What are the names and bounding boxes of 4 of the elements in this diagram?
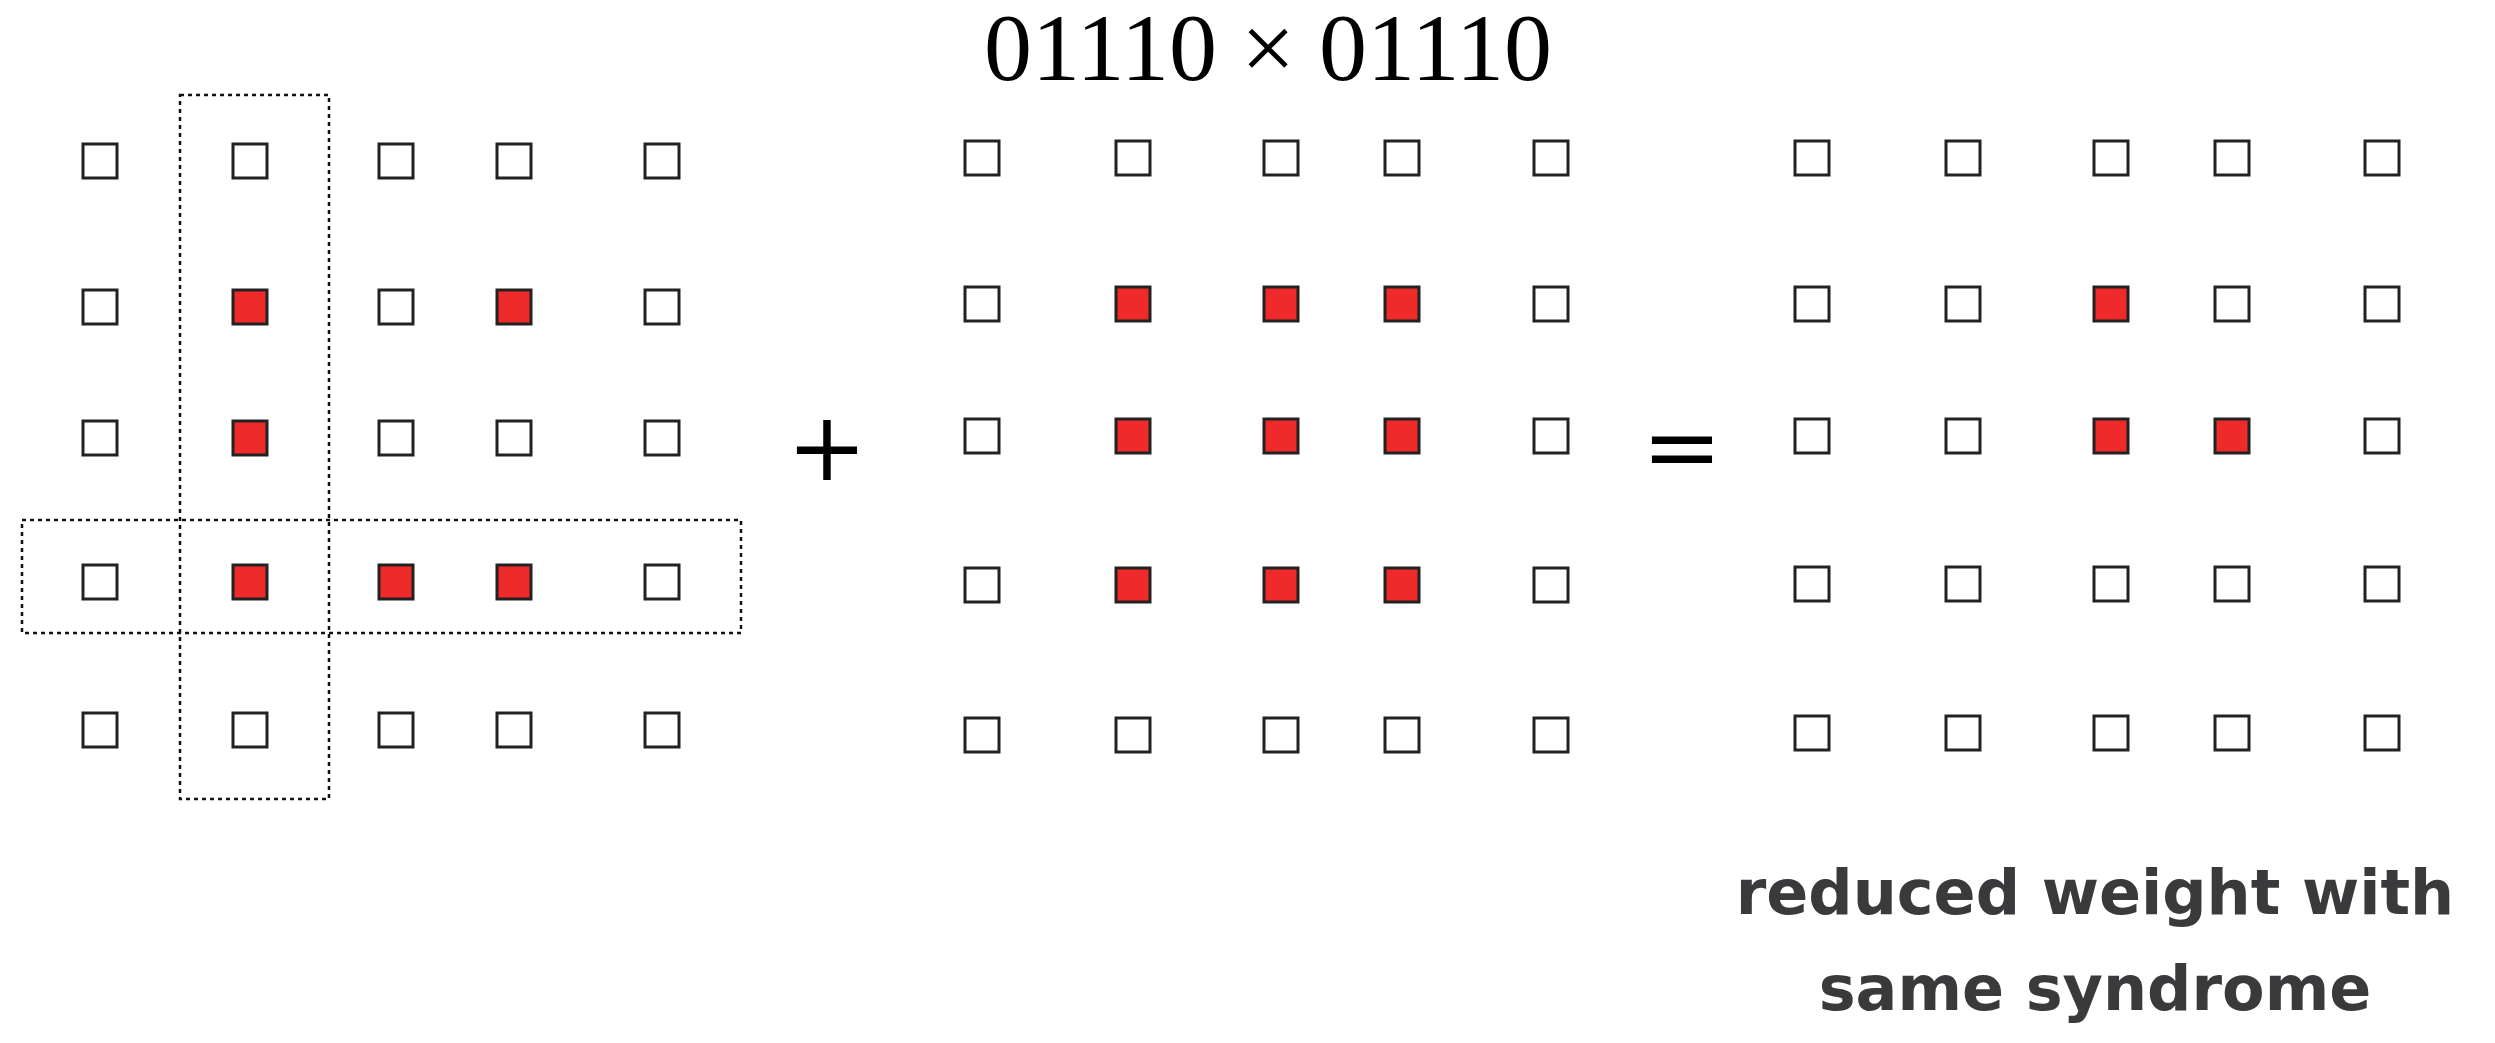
operator-sign: + [786, 399, 868, 495]
operator-sign: = [1641, 399, 1723, 495]
title: 01110 × 01110 [984, 0, 1552, 96]
caption: reduced weight with same syndrome [1734, 855, 2456, 1027]
